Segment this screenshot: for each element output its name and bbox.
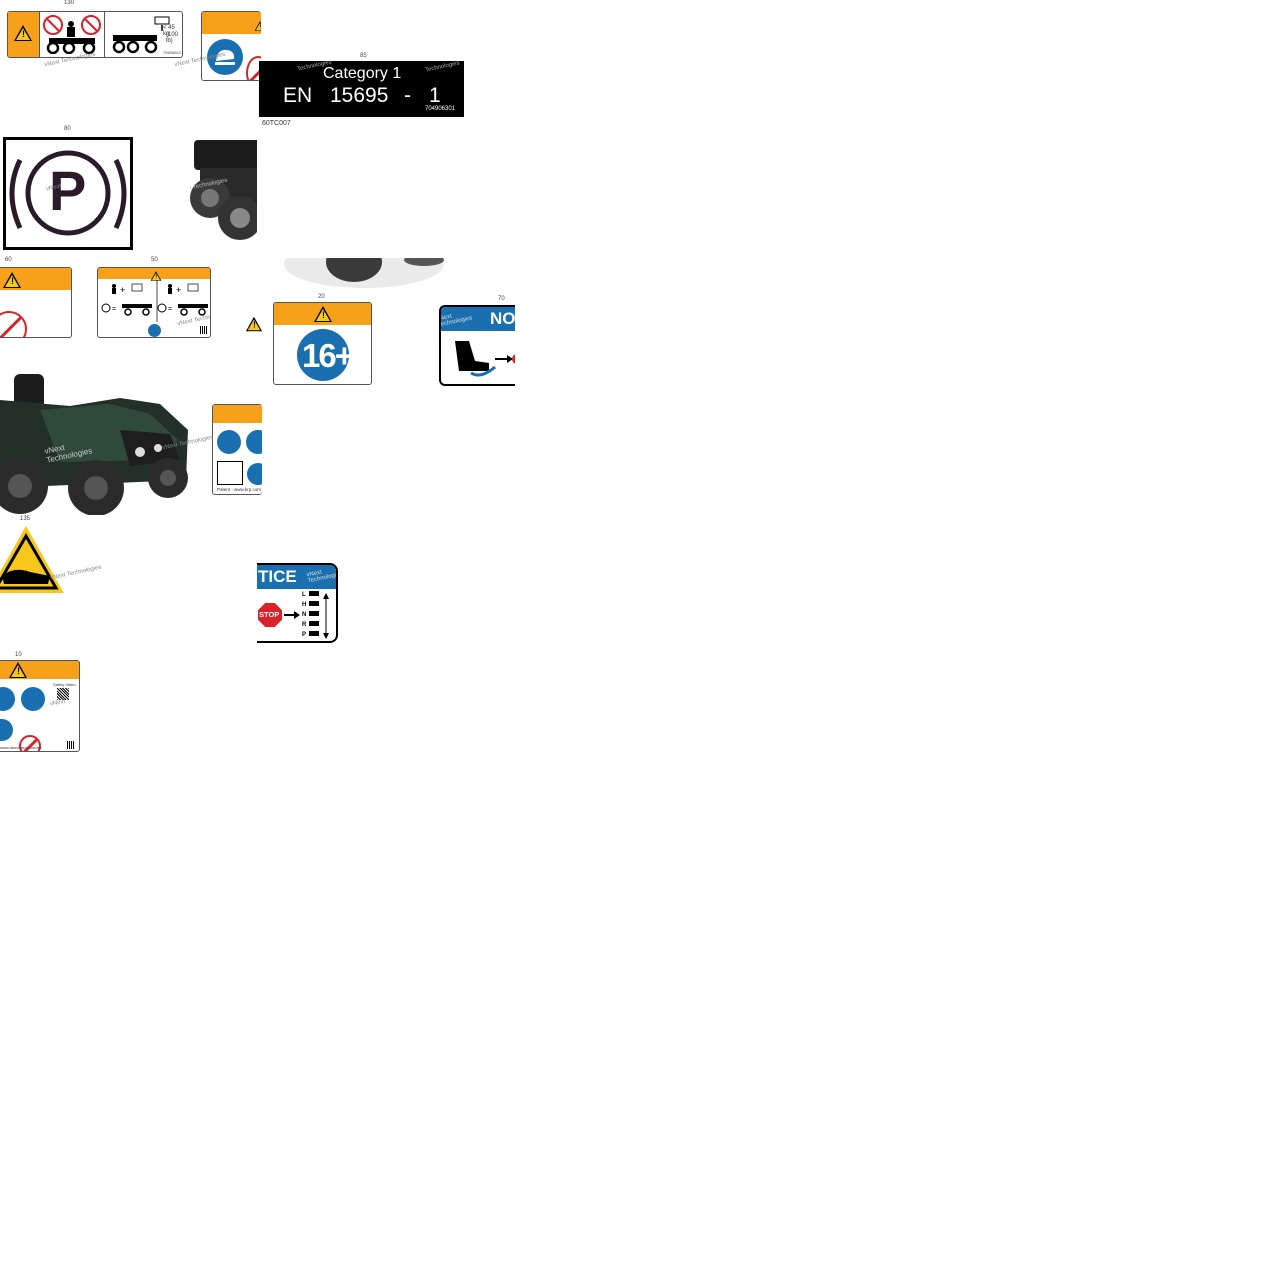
label-number-80: 80 [64, 126, 71, 132]
gear-r: R [302, 622, 307, 628]
safety-url: www.about-brp.com/atv [0, 745, 42, 750]
no-passenger-label: ! [0, 267, 72, 338]
label-number-135: 135 [20, 516, 31, 522]
load-diagram-icon: + + = = [101, 280, 208, 322]
gear-selector: L H N R P [302, 590, 306, 640]
hand-crush-warning-icon [0, 526, 64, 593]
goggles-icon [246, 430, 262, 454]
brake-pedal-icon [455, 341, 515, 377]
helmet-icon [0, 687, 15, 711]
gear-h: H [302, 602, 307, 608]
prohibited-icon [246, 56, 261, 80]
safety-video-label: ! Safety Video www.about-brp.com/atv [0, 660, 80, 752]
manual-icon [21, 687, 45, 711]
warning-triangle-icon: ! [150, 271, 162, 281]
category-part: 1 [429, 84, 441, 107]
watermark: Technologies [424, 60, 461, 74]
load-capacity-label: ! + + = = vNext Technologies [97, 267, 211, 338]
warning-triangle-icon: ! [9, 662, 27, 678]
no-carry-icon [0, 311, 27, 337]
load-warning-label: ! < 45 kg (100 lb) 704906313 [7, 11, 183, 58]
gear-slots-icon [309, 591, 319, 639]
helmet-icon [207, 39, 243, 75]
warning-triangle-icon: ! [254, 21, 261, 31]
ramp-icon [217, 461, 243, 485]
warning-triangle-icon: ! [314, 306, 332, 322]
label-number-50: 50 [151, 257, 158, 263]
parking-symbol: P [49, 159, 87, 222]
category-dash: - [404, 84, 411, 107]
label-number-130: 130 [64, 0, 75, 6]
atv-rear-image: vNext Technologies [190, 138, 257, 250]
stop-text: STOP [259, 610, 280, 619]
label-number-60: 60 [5, 257, 12, 263]
label-number-10: 10 [15, 652, 22, 658]
svg-text:+: + [176, 285, 181, 295]
warning-triangle-icon: ! [245, 316, 263, 332]
cargo-atv-icon [107, 15, 179, 55]
gear-n: N [302, 612, 307, 618]
category-standard: 15695 [330, 84, 389, 107]
gear-p: P [302, 632, 307, 638]
svg-text:=: = [168, 306, 172, 313]
load-weight: < 45 kg [163, 25, 175, 37]
no-passenger-icon [19, 735, 41, 751]
age-text: 16+ [302, 337, 354, 374]
warning-panel: ! [8, 12, 40, 57]
patent-text: Patent - www.brp.com [217, 487, 262, 492]
notice-text-right: TICE [258, 567, 297, 586]
arrow-icon [247, 463, 262, 485]
svg-text:=: = [112, 306, 116, 313]
category-prefix: EN [283, 84, 313, 107]
parking-brake-icon [9, 150, 127, 236]
age-badge-icon: 16+ [297, 329, 354, 381]
notice-text-left: NO [490, 309, 515, 328]
gear-l: L [302, 592, 306, 598]
part-number: 704906313 [163, 51, 181, 55]
qr-code-small-icon [67, 741, 75, 749]
figure-caption: 60TC007 [262, 120, 291, 127]
manual-icon [148, 324, 161, 337]
atv-rear-shadow [284, 258, 444, 290]
category-title: Category 1 [323, 65, 402, 82]
warning-triangle-icon: ! [14, 25, 32, 41]
arrow-right-icon [284, 611, 300, 619]
up-down-arrow-icon [323, 593, 329, 639]
category-label: Category 1 EN 15695 - 1 704906301 Techno… [259, 59, 464, 117]
label-number-70: 70 [498, 296, 505, 302]
age-warning-label: ! 16+ [273, 302, 372, 385]
arrow-icon [0, 719, 13, 741]
parking-brake-label: P vNext [3, 137, 133, 250]
no-passenger-icon [41, 14, 103, 55]
safety-video-text: Safety Video [53, 682, 76, 687]
qr-code-icon [200, 326, 208, 334]
warning-triangle-icon: ! [3, 272, 21, 288]
label-number-85: 85 [360, 53, 367, 59]
safety-label-cropped: ! [201, 11, 261, 81]
safety-info-label-cropped: Patent - www.brp.com [212, 404, 262, 495]
stop-sign-icon: STOP [258, 603, 282, 627]
category-part-no: 704906301 [425, 106, 456, 112]
helmet-icon [217, 430, 241, 454]
load-weight-lb: (100 lb) [166, 32, 179, 44]
qr-code-icon [57, 688, 69, 700]
svg-text:+: + [120, 285, 125, 295]
label-number-20: 20 [318, 294, 325, 300]
